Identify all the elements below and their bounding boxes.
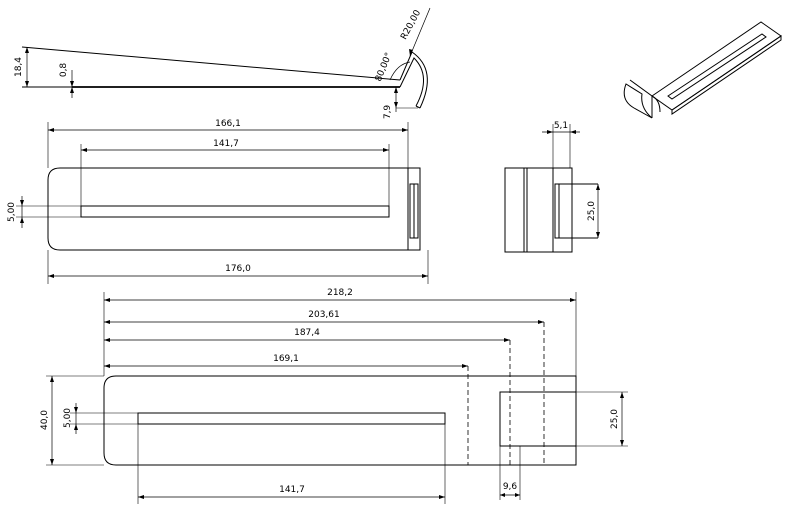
arrow — [504, 338, 510, 342]
top-view: 166,1 141,7 5,00 176,0 — [7, 119, 429, 284]
arrow — [383, 148, 389, 152]
top-outline — [47, 167, 421, 251]
arrow — [620, 392, 624, 398]
arrow — [402, 128, 408, 132]
arrow — [70, 81, 74, 87]
dim-side-height: 18,4 — [14, 57, 24, 77]
arrow — [20, 200, 24, 206]
arrow — [25, 47, 29, 53]
arrow — [538, 320, 544, 324]
dim-leader-radius — [409, 7, 431, 57]
arrow — [620, 440, 624, 446]
arrow — [570, 298, 576, 302]
arrow — [439, 495, 445, 499]
top-slot — [80, 205, 390, 218]
arrow — [570, 130, 576, 134]
dim-top-overall-to-tab: 166,1 — [215, 119, 241, 129]
arrow — [81, 148, 87, 152]
arrow — [500, 493, 505, 497]
arrow — [462, 364, 468, 368]
flat-tab — [499, 391, 577, 447]
arrow — [48, 274, 54, 278]
flat-outline — [103, 375, 577, 466]
dim-top-slot-length: 141,7 — [213, 139, 239, 149]
isometric-view — [623, 21, 782, 119]
arrow — [547, 130, 553, 134]
dim-end-width: 25,0 — [587, 201, 597, 221]
arrow — [596, 232, 600, 238]
flat-pattern-view: 218,2 203,61 187,4 169,1 40,0 5,00 — [40, 288, 628, 504]
profile-hook-outer — [399, 51, 428, 109]
dim-flat-tab-width: 25,0 — [610, 409, 620, 429]
arrow — [104, 320, 110, 324]
dim-flat-slot-length: 141,7 — [279, 485, 305, 495]
iso-plate-edge — [671, 35, 782, 115]
arrow — [409, 49, 413, 56]
arrow — [138, 495, 144, 499]
dim-flat-overall-width: 40,0 — [40, 410, 50, 430]
arrow — [20, 217, 24, 223]
dim-end-offset: 5,1 — [554, 121, 568, 131]
arrow — [515, 493, 520, 497]
arrow — [48, 128, 54, 132]
dim-side-radius: R20,00 — [399, 8, 423, 41]
arrow — [394, 102, 398, 108]
arrow — [25, 81, 29, 87]
iso-plate-top — [651, 21, 782, 111]
arrow — [104, 298, 110, 302]
dim-side-angle: 80,00° — [374, 51, 395, 83]
iso-hook — [623, 83, 653, 119]
arrow — [394, 87, 398, 93]
arrow — [104, 338, 110, 342]
arrow — [422, 274, 428, 278]
iso-hook-curve — [651, 95, 661, 113]
arrow — [74, 424, 78, 430]
side-view: 18,4 0,8 80,00° R20,00 7,9 — [14, 7, 431, 120]
end-outline — [504, 167, 573, 253]
dim-flat-bend-2: 187,4 — [294, 328, 320, 338]
profile-top-edge — [21, 46, 401, 81]
flat-slot — [137, 412, 446, 425]
arrow — [104, 364, 110, 368]
dim-flat-bend-3: 203,61 — [308, 310, 340, 320]
dim-top-slot-width: 5,00 — [7, 202, 17, 222]
iso-slot — [667, 33, 767, 100]
arrow — [50, 459, 54, 465]
dim-arc-angle — [389, 61, 411, 81]
arrow — [596, 184, 600, 190]
end-view: 5,1 25,0 — [504, 121, 600, 253]
dim-top-overall-length: 176,0 — [225, 264, 251, 274]
profile-hook-inner — [399, 57, 424, 107]
profile-hook-tip — [415, 105, 421, 109]
arrow — [50, 376, 54, 382]
dim-flat-bend-1: 169,1 — [273, 354, 299, 364]
dim-flat-overall-length: 218,2 — [327, 288, 353, 298]
arrow — [74, 407, 78, 413]
end-tab — [554, 183, 560, 239]
dim-flat-slot-width: 5,00 — [63, 408, 73, 428]
dim-flat-tab-offset: 9,6 — [503, 482, 518, 492]
dim-side-drop: 7,9 — [383, 105, 393, 120]
arrow — [70, 87, 74, 93]
dim-side-thickness: 0,8 — [59, 63, 69, 78]
